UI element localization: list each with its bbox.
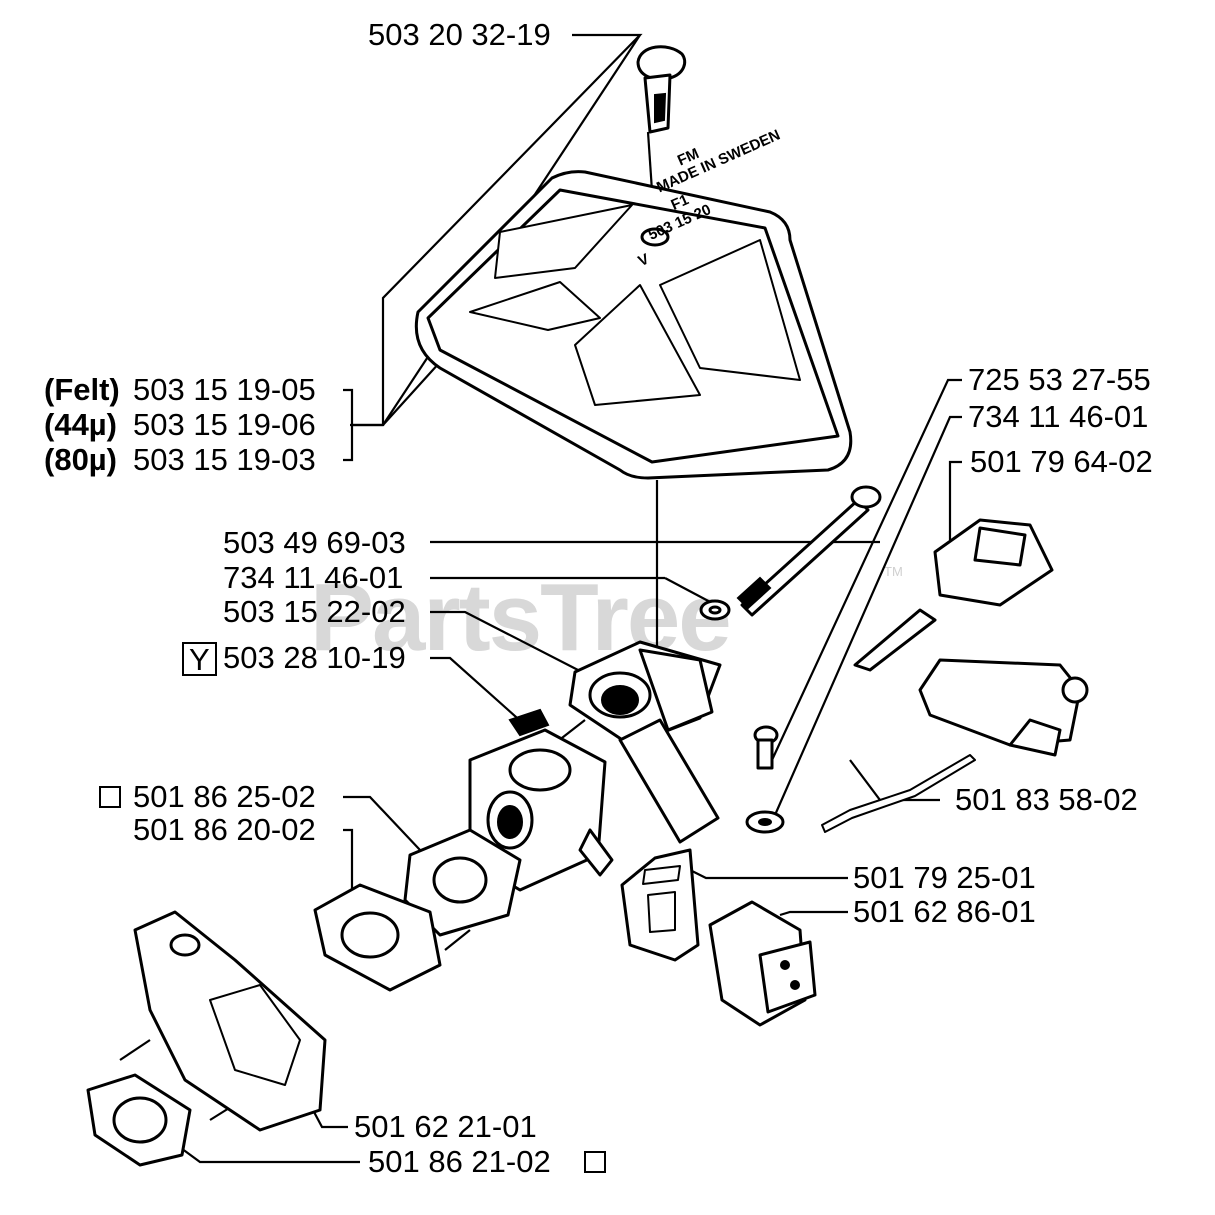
lower-gasket-part bbox=[86, 1073, 192, 1167]
label-501-62-21-01: 501 62 21-01 bbox=[354, 1109, 537, 1144]
label-734-11-46-01-b: 734 11 46-01 bbox=[223, 560, 403, 595]
square-mark-box-2 bbox=[584, 1151, 606, 1173]
label-503-15-22-02: 503 15 22-02 bbox=[223, 594, 406, 629]
label-503-15-19-03: 503 15 19-03 bbox=[133, 442, 316, 477]
label-501-79-25-01: 501 79 25-01 bbox=[853, 860, 1036, 895]
label-501-62-86-01: 501 62 86-01 bbox=[853, 894, 1036, 929]
label-503-28-10-19: 503 28 10-19 bbox=[223, 640, 406, 675]
label-503-15-19-05: 503 15 19-05 bbox=[133, 372, 316, 407]
small-screw-part bbox=[745, 725, 785, 834]
throttle-lever-part bbox=[918, 658, 1089, 757]
y-mark-box bbox=[182, 642, 217, 676]
washer-part bbox=[699, 599, 731, 621]
insulator-part bbox=[313, 883, 442, 992]
long-bolt-part bbox=[736, 485, 882, 617]
label-y-mark: Y bbox=[189, 642, 210, 677]
filter-stamp-line2: F1 bbox=[669, 191, 692, 214]
label-503-15-19-06: 503 15 19-06 bbox=[133, 407, 316, 442]
carb-gasket-part bbox=[403, 828, 522, 937]
intake-manifold-part bbox=[568, 640, 722, 844]
label-501-86-21-02: 501 86 21-02 bbox=[368, 1144, 551, 1179]
label-503-20-32-19: 503 20 32-19 bbox=[368, 17, 551, 52]
label-501-86-20-02: 501 86 20-02 bbox=[133, 812, 316, 847]
air-filter-part: 503 15 20 F1 V MADE IN SWEDEN FM bbox=[414, 126, 853, 480]
watermark-trademark: TM bbox=[884, 564, 903, 579]
label-44-prefix: (44µ) bbox=[44, 407, 117, 442]
carb-housing-part bbox=[133, 910, 327, 1132]
label-725-53-27-55: 725 53 27-55 bbox=[968, 362, 1151, 397]
label-80-prefix: (80µ) bbox=[44, 442, 117, 477]
throttle-rod-part bbox=[821, 754, 976, 833]
filter-stamp-line4: MADE IN SWEDEN bbox=[654, 126, 783, 196]
part-labels: 503 20 32-19 (Felt) 503 15 19-05 (44µ) 5… bbox=[44, 17, 1153, 1179]
label-felt-prefix: (Felt) bbox=[44, 372, 120, 407]
throttle-trigger-part bbox=[853, 518, 1054, 672]
label-734-11-46-01-a: 734 11 46-01 bbox=[968, 399, 1148, 434]
square-mark-box-1 bbox=[99, 786, 121, 808]
choke-housing-part bbox=[708, 900, 817, 1027]
top-screw-part bbox=[636, 45, 687, 134]
label-503-49-69-03: 503 49 69-03 bbox=[223, 525, 406, 560]
choke-plate-part bbox=[620, 848, 700, 962]
label-501-86-25-02: 501 86 25-02 bbox=[133, 779, 316, 814]
label-501-79-64-02: 501 79 64-02 bbox=[970, 444, 1153, 479]
label-501-83-58-02: 501 83 58-02 bbox=[955, 782, 1138, 817]
